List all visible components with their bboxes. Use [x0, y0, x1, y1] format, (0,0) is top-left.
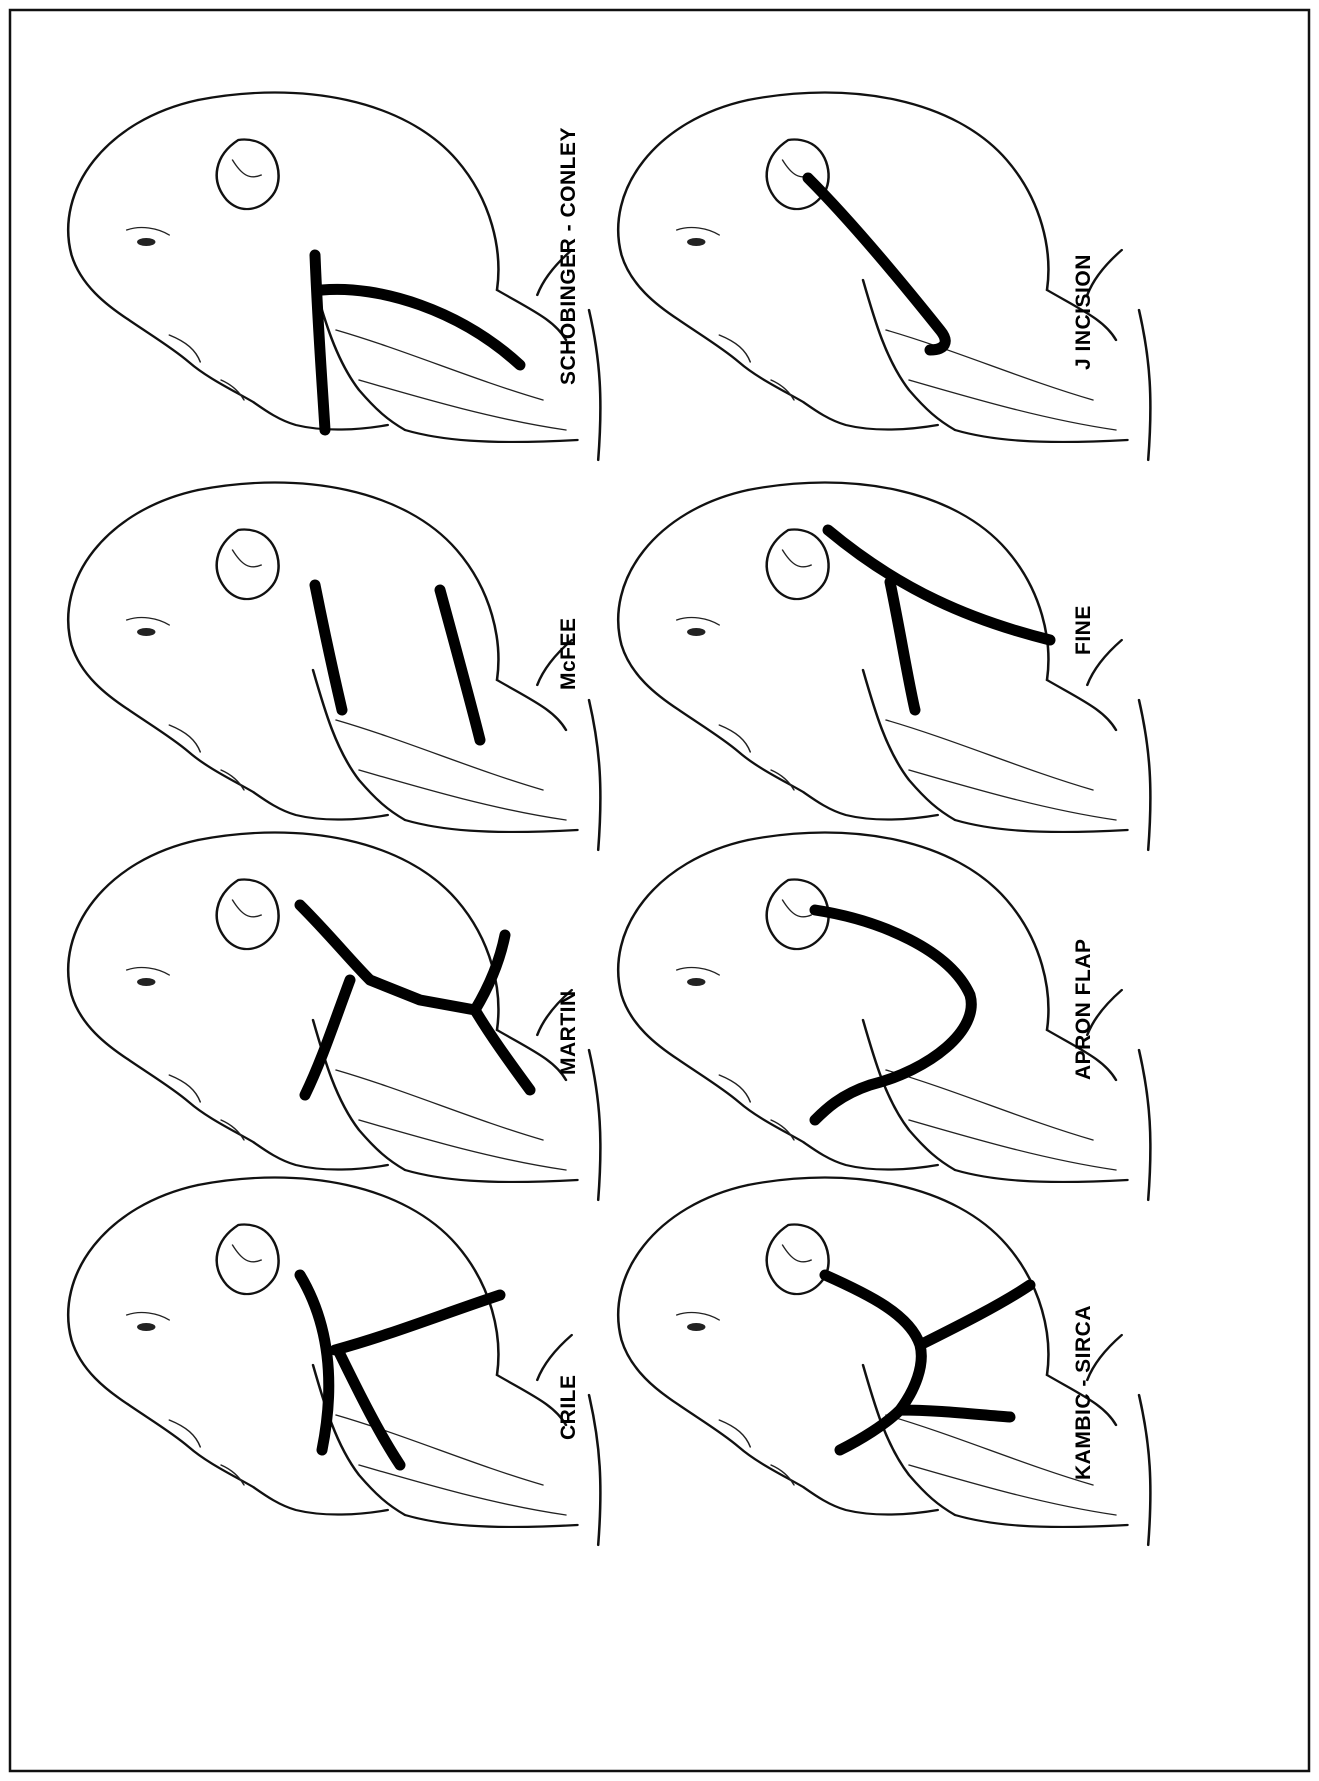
- incision-mcfee-lower: [440, 590, 480, 740]
- label-crile: CRILE: [557, 1375, 580, 1441]
- label-j-incision: J INCISION: [1072, 254, 1095, 370]
- incision-schobinger-vertical: [315, 255, 325, 430]
- panel-mcfee: [68, 483, 600, 851]
- label-martin: MARTIN: [557, 990, 580, 1075]
- panel-apron: [618, 833, 1150, 1201]
- incision-martin: [300, 905, 530, 1095]
- panel-kambic: [618, 1178, 1150, 1546]
- incision-kambic: [825, 1275, 1030, 1450]
- label-schobinger: SCHOBINGER - CONLEY: [557, 127, 580, 385]
- label-apron-flap: APRON FLAP: [1072, 939, 1095, 1081]
- panel-schobinger: [68, 93, 600, 461]
- incision-schobinger-horizontal: [322, 289, 520, 365]
- label-mcfee: McFEE: [557, 617, 580, 690]
- figure-border: [10, 10, 1309, 1771]
- panel-martin: [68, 833, 600, 1201]
- panel-j: [618, 93, 1150, 461]
- incision-fine: [828, 530, 1050, 710]
- label-kambic-sirca: KAMBIC - SIRCA: [1072, 1305, 1095, 1480]
- label-fine: FINE: [1072, 605, 1095, 655]
- panel-crile: [68, 1178, 600, 1546]
- panel-fine: [618, 483, 1150, 851]
- incision-apron: [815, 910, 971, 1120]
